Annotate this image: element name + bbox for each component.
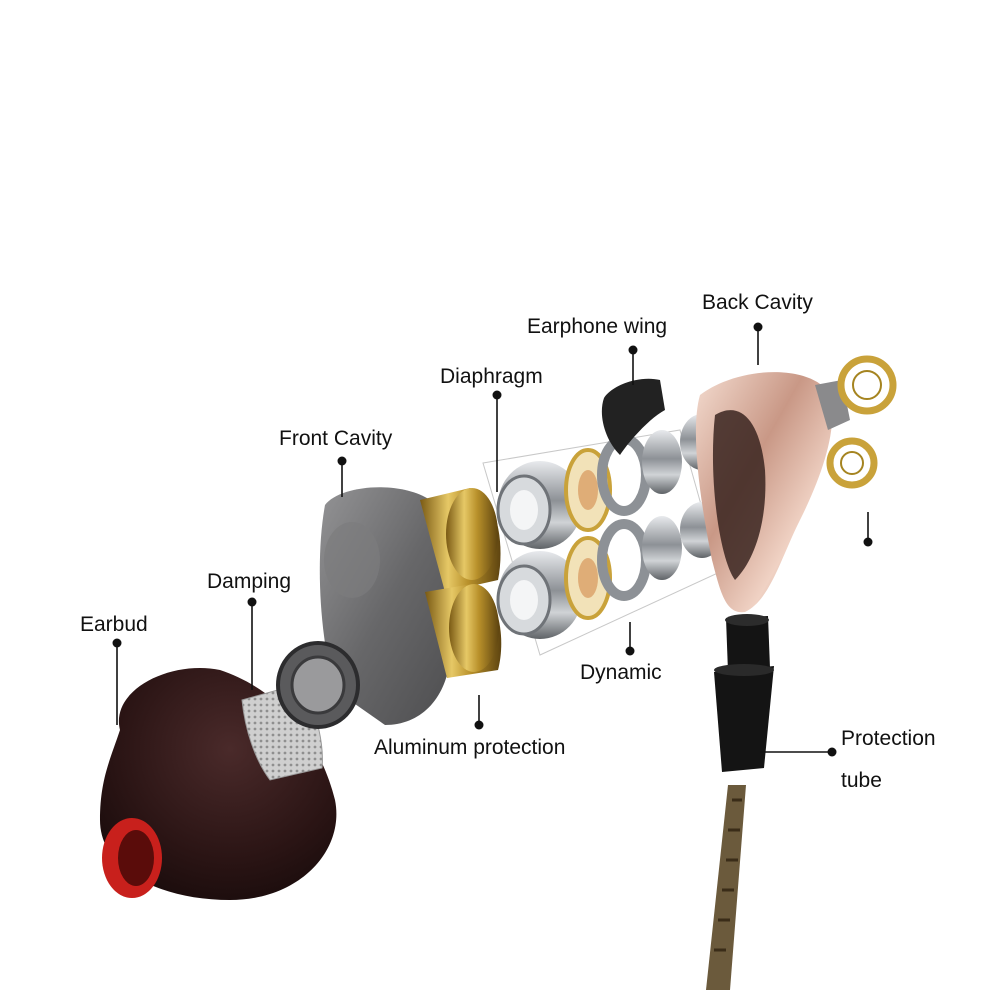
aluminum-protection-part bbox=[420, 488, 502, 678]
leader-earphone-wing bbox=[628, 345, 638, 385]
leader-earbud bbox=[112, 638, 122, 725]
label-earphone-wing: Earphone wing bbox=[527, 315, 667, 338]
label-back-cavity: Back Cavity bbox=[702, 291, 813, 314]
cable bbox=[706, 785, 746, 990]
protection-tube-part bbox=[714, 614, 774, 772]
dynamic-driver-lower bbox=[496, 551, 582, 639]
dynamic-driver-upper bbox=[496, 461, 582, 549]
leader-front-cavity bbox=[337, 456, 347, 497]
label-dynamic: Dynamic bbox=[580, 661, 662, 684]
leader-protection-tube bbox=[760, 747, 837, 757]
label-earbud: Earbud bbox=[80, 613, 148, 636]
leader-cable-connector bbox=[863, 512, 873, 547]
earphone-wing-part bbox=[601, 378, 665, 455]
label-protection-tube-line1: Protection bbox=[841, 727, 936, 750]
leader-diaphragm bbox=[492, 390, 502, 492]
leader-damping bbox=[247, 597, 257, 690]
label-diaphragm: Diaphragm bbox=[440, 365, 543, 388]
label-aluminum-protection: Aluminum protection bbox=[374, 736, 565, 759]
label-front-cavity: Front Cavity bbox=[279, 427, 393, 450]
back-cavity-part bbox=[695, 372, 850, 613]
label-damping: Damping bbox=[207, 570, 291, 593]
leader-dynamic bbox=[625, 622, 635, 656]
front-cavity-part bbox=[276, 487, 453, 729]
leader-aluminum-protection bbox=[474, 695, 484, 730]
label-protection-tube-line2: tube bbox=[841, 769, 882, 792]
gold-screws bbox=[826, 355, 897, 489]
leader-back-cavity bbox=[753, 322, 763, 365]
